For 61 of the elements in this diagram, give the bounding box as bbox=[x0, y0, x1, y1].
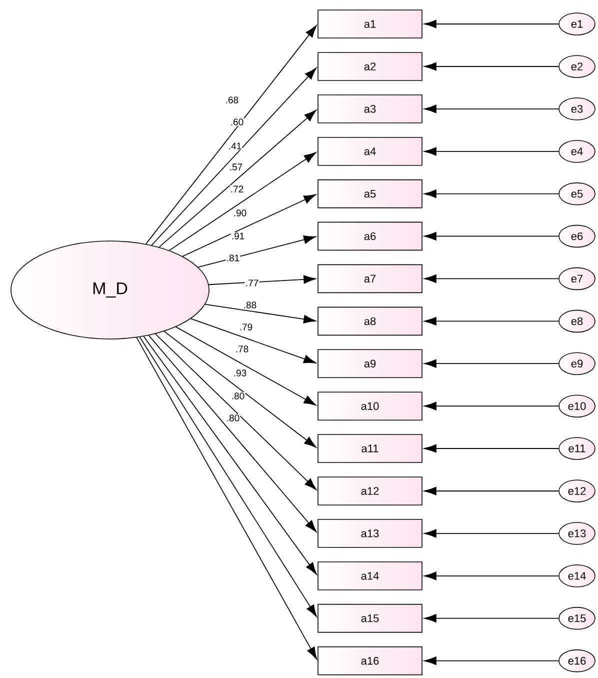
arrow bbox=[424, 486, 560, 496]
indicator-box: a15 bbox=[318, 604, 422, 633]
loading-value: .88 bbox=[242, 301, 258, 309]
arrow bbox=[176, 326, 316, 406]
arrow bbox=[424, 147, 560, 156]
indicator-box: a6 bbox=[318, 222, 422, 251]
arrow bbox=[182, 194, 316, 257]
indicator-box: a9 bbox=[318, 349, 422, 378]
arrow bbox=[424, 274, 560, 283]
indicator-box: a8 bbox=[318, 306, 422, 336]
arrow bbox=[424, 104, 560, 114]
loading-value: .57 bbox=[228, 163, 244, 171]
arrow bbox=[158, 110, 316, 248]
loading-value: .60 bbox=[230, 118, 244, 126]
arrow bbox=[424, 20, 560, 28]
loading-value: .72 bbox=[230, 185, 244, 193]
arrow bbox=[168, 152, 316, 251]
arrow bbox=[424, 316, 560, 326]
arrow bbox=[204, 304, 316, 324]
arrow bbox=[146, 25, 317, 244]
indicator-box: a12 bbox=[318, 476, 422, 506]
loading-value: .68 bbox=[224, 96, 240, 104]
arrow bbox=[164, 330, 316, 448]
indicator-box: a5 bbox=[318, 179, 422, 208]
loading-value: .91 bbox=[230, 232, 246, 240]
indicator-box: a10 bbox=[318, 392, 422, 420]
loading-value: .80 bbox=[226, 414, 240, 422]
indicator-box: a16 bbox=[318, 646, 422, 676]
arrow bbox=[424, 572, 560, 580]
loading-value: .93 bbox=[232, 369, 248, 377]
arrow bbox=[143, 336, 317, 575]
arrow bbox=[424, 190, 560, 198]
arrow bbox=[424, 614, 560, 623]
indicator-box: a4 bbox=[318, 137, 422, 166]
loading-value: .80 bbox=[230, 392, 246, 400]
indicator-box: a2 bbox=[318, 52, 422, 81]
arrow bbox=[424, 402, 560, 410]
loading-value: .90 bbox=[232, 209, 248, 217]
arrow bbox=[190, 318, 316, 364]
arrow bbox=[424, 444, 560, 453]
arrow bbox=[151, 68, 317, 246]
arrow bbox=[198, 236, 316, 268]
loading-value: .79 bbox=[238, 323, 254, 331]
arrow bbox=[148, 335, 317, 532]
indicator-box: a13 bbox=[318, 519, 422, 548]
loading-value: .81 bbox=[226, 254, 240, 262]
arrow bbox=[208, 275, 316, 286]
indicator-box: a14 bbox=[318, 562, 422, 590]
indicator-box: a1 bbox=[318, 10, 422, 38]
arrow bbox=[424, 529, 560, 538]
indicator-box: a3 bbox=[318, 94, 422, 124]
arrow bbox=[424, 359, 560, 368]
arrow bbox=[424, 232, 560, 240]
indicator-box: a11 bbox=[318, 434, 422, 463]
arrow bbox=[424, 62, 560, 71]
loading-value: .41 bbox=[228, 142, 242, 150]
loading-value: .78 bbox=[234, 345, 250, 353]
arrow bbox=[154, 334, 316, 490]
indicator-box: a7 bbox=[318, 264, 422, 294]
loading-value: .77 bbox=[244, 279, 260, 287]
arrow bbox=[424, 656, 560, 666]
